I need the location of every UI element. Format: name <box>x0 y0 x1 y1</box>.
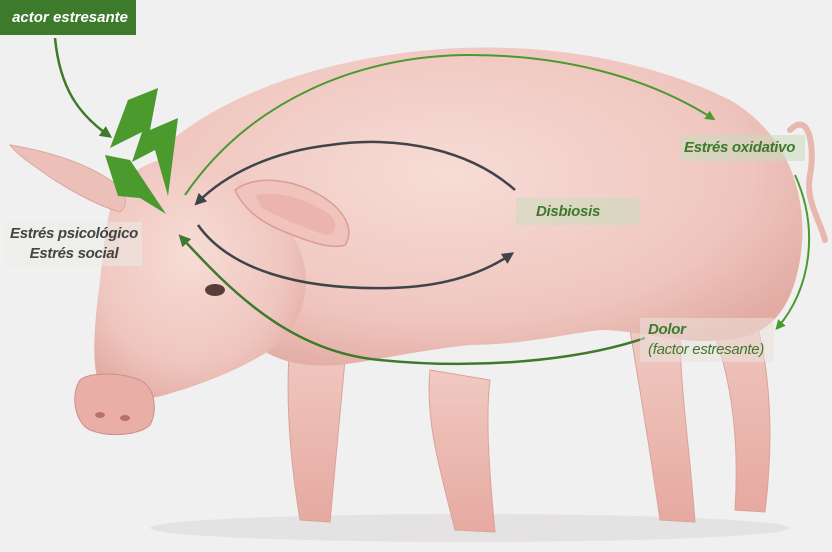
pig-nostril <box>95 412 105 418</box>
pig-snout <box>75 374 155 435</box>
social-stress-text: Estrés social <box>10 244 138 264</box>
pig-nostril <box>120 415 130 421</box>
dysbiosis-label: Disbiosis <box>516 198 640 225</box>
pain-text: Dolor <box>648 320 764 340</box>
psychological-stress-text: Estrés psicológico <box>10 224 138 244</box>
arrow-stressor-to-head <box>55 38 108 135</box>
stressor-label-text: actor estresante <box>12 9 128 26</box>
pain-label: Dolor (factor estresante) <box>640 318 774 362</box>
stressor-label: actor estresante <box>0 0 136 35</box>
oxidative-stress-label: Estrés oxidativo <box>680 135 805 161</box>
psychological-social-stress-label: Estrés psicológico Estrés social <box>6 222 142 266</box>
pig-eye <box>205 284 225 296</box>
pig-ear-left <box>10 145 125 212</box>
pain-note-text: (factor estresante) <box>648 340 764 360</box>
